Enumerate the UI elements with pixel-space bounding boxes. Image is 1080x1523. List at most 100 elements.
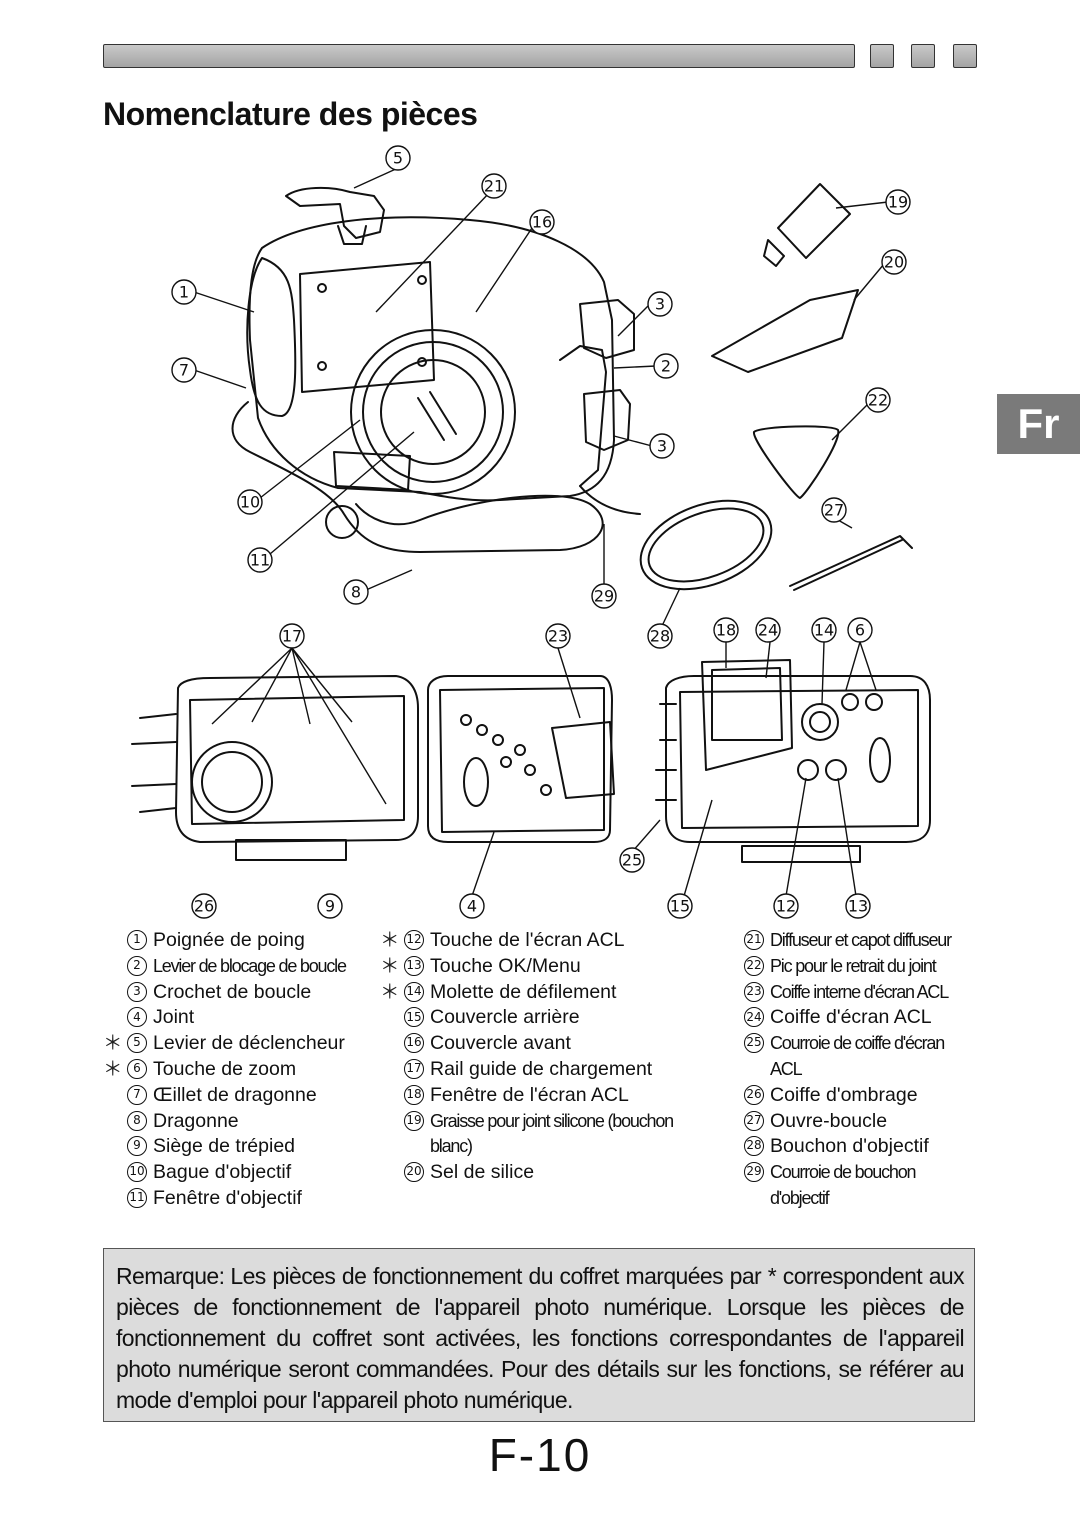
legend-text: Touche OK/Menu — [430, 954, 581, 977]
header-bar — [103, 44, 855, 68]
callout-circle — [881, 249, 907, 275]
header-square — [870, 44, 894, 68]
callout-circle — [647, 291, 673, 317]
callout-number: 7 — [179, 361, 189, 380]
callout-circle — [237, 489, 263, 515]
callout-number: 20 — [884, 253, 904, 272]
callout-number: 29 — [594, 587, 614, 606]
buckle-lower — [583, 389, 631, 451]
legend-number: 3 — [127, 981, 147, 1002]
hand-grip — [246, 257, 297, 417]
callout-circle — [591, 583, 617, 609]
callout-circle — [649, 433, 675, 459]
shutter-lever — [285, 186, 385, 239]
callout-number: 10 — [240, 493, 260, 512]
callout-circle — [653, 353, 679, 379]
legend-text: Ouvre-boucle — [770, 1109, 888, 1132]
callout-number: 8 — [351, 583, 361, 602]
asterisk-marker: ＊ — [380, 929, 400, 951]
housing-front — [248, 216, 615, 502]
callout-circle — [343, 579, 369, 605]
language-tab: Fr — [997, 394, 1080, 454]
legend-text: Poignée de poing — [153, 929, 305, 951]
legend-text: Courroie de coiffe d'écran ACL — [770, 1033, 945, 1079]
callout-number: 12 — [776, 897, 796, 916]
legend-text: Sel de silice — [430, 1161, 535, 1184]
asterisk-marker: ＊ — [103, 1032, 123, 1055]
legend-text: Touche de zoom — [153, 1057, 297, 1080]
callout-circle — [885, 189, 911, 215]
legend-number: 12 — [404, 930, 424, 950]
page-title: Nomenclature des pièces — [103, 96, 478, 132]
legend-number: 18 — [404, 1084, 424, 1105]
legend-number: 27 — [744, 1110, 764, 1131]
legend-number: 29 — [744, 1162, 764, 1183]
legend-text: Couvercle arrière — [430, 1006, 580, 1029]
legend-number: 25 — [744, 1033, 764, 1054]
legend-item: 17 Rail guide de chargement — [380, 1057, 700, 1083]
legend-number: 16 — [404, 1033, 424, 1054]
legend-number: 8 — [127, 1110, 147, 1131]
legend-text: Dragonne — [153, 1109, 239, 1132]
silica-gel-pack — [711, 289, 859, 373]
housing-back — [665, 675, 931, 843]
legend-text: Couvercle avant — [430, 1032, 571, 1055]
legend-text: Touche de l'écran ACL — [430, 929, 625, 951]
callout-number: 28 — [650, 627, 670, 646]
legend-number: 26 — [744, 1084, 764, 1105]
callout-number: 19 — [888, 193, 908, 212]
lcd-hood — [701, 659, 793, 771]
header-square — [953, 44, 977, 68]
grease-tube — [777, 183, 851, 259]
callout-circle — [247, 547, 273, 573]
note-box: Remarque: Les pièces de fonctionnement d… — [103, 1248, 975, 1422]
callout-number: 13 — [848, 897, 868, 916]
callout-circle — [667, 893, 693, 919]
legend-number: 21 — [744, 930, 764, 950]
callout-number: 27 — [824, 501, 844, 520]
legend-number: 19 — [404, 1110, 424, 1131]
callout-number: 21 — [484, 177, 504, 196]
callout-circle — [529, 209, 555, 235]
legend-text: Graisse pour joint silicone (bouchon bla… — [430, 1110, 674, 1157]
legend-text: Pic pour le retrait du joint — [770, 955, 937, 976]
lens-window — [380, 359, 486, 465]
legend-text: Levier de déclencheur — [153, 1032, 345, 1055]
legend-item: 8 Dragonne — [103, 1109, 346, 1135]
callout-circle — [821, 497, 847, 523]
legend-text: Fenêtre d'objectif — [153, 1186, 302, 1209]
callout-number: 14 — [814, 621, 834, 640]
lcd-inner-frame — [551, 721, 615, 799]
callout-number: 18 — [716, 621, 736, 640]
callout-number: 26 — [194, 897, 214, 916]
buckle-upper — [579, 299, 635, 359]
callout-circle — [713, 617, 739, 643]
callout-number: 4 — [467, 897, 477, 916]
removal-pick — [753, 425, 840, 499]
callout-number: 16 — [532, 213, 552, 232]
callout-circle — [845, 893, 871, 919]
callout-number: 3 — [655, 295, 665, 314]
legend-number: 22 — [744, 955, 764, 976]
callout-number: 9 — [325, 897, 335, 916]
callout-circle — [545, 623, 571, 649]
callout-circle — [317, 893, 343, 919]
legend-text: Molette de défilement — [430, 980, 617, 1003]
header-square — [911, 44, 935, 68]
legend-number: 17 — [404, 1058, 424, 1079]
legend-text: Levier de blocage de boucle — [153, 955, 347, 976]
legend-number: 23 — [744, 981, 764, 1002]
callout-circle — [865, 387, 891, 413]
legend-text: Rail guide de chargement — [430, 1057, 653, 1080]
legend-number: 11 — [127, 1187, 147, 1208]
legend-text: Siège de trépied — [153, 1135, 296, 1158]
